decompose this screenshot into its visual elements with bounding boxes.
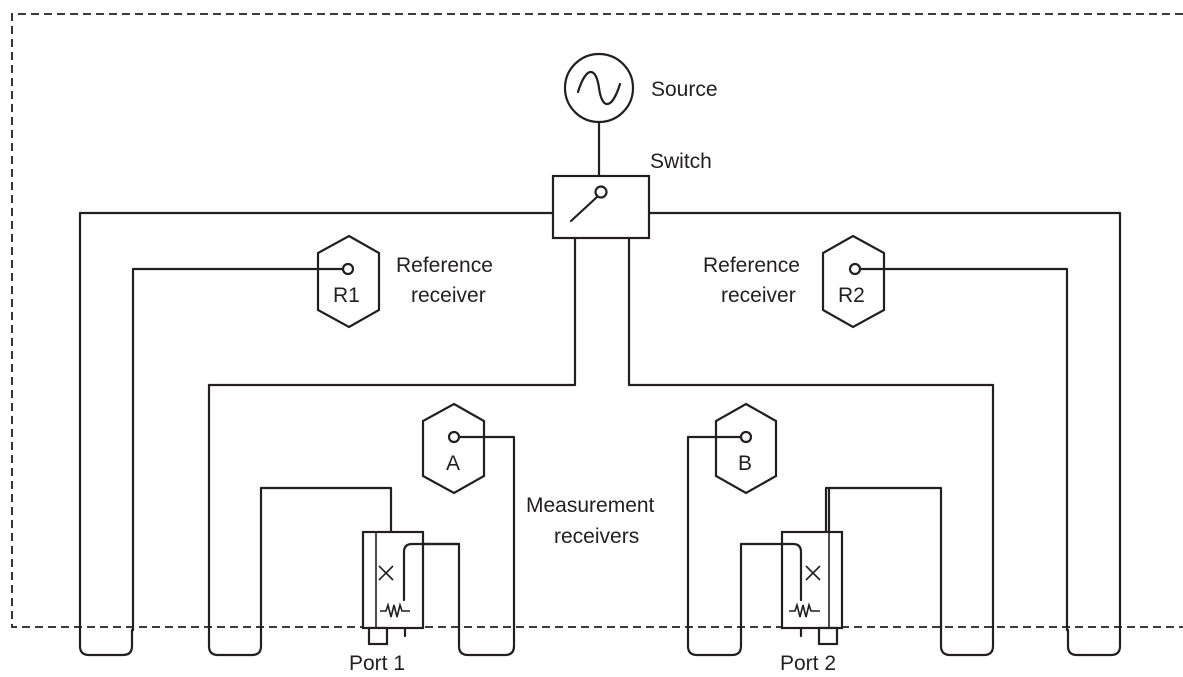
receiver-r1-label: R1 [333, 284, 360, 307]
ref-receiver-left-line2: receiver [411, 284, 486, 307]
receiver-a: A [421, 402, 486, 495]
right-port-path [627, 236, 995, 657]
source-icon [563, 52, 635, 124]
left-port-path [207, 236, 577, 657]
right-outer-path [647, 211, 1122, 657]
ref-receiver-left-line1: Reference [396, 254, 493, 277]
r1-wire [131, 267, 345, 632]
switch-icon [551, 174, 651, 240]
receiver-b: B [714, 402, 778, 495]
port-2-coupler-icon [780, 530, 844, 638]
measurement-receivers-line2: receivers [554, 525, 639, 548]
receiver-r2: R2 [821, 234, 886, 329]
receiver-r2-label: R2 [838, 284, 865, 307]
port-1-coupler-icon [361, 530, 425, 638]
port-2-label: Port 2 [780, 652, 836, 675]
instrument-boundary [11, 13, 1183, 628]
ref-receiver-right-line1: Reference [703, 254, 800, 277]
r2-wire [858, 267, 1069, 632]
source-label: Source [651, 78, 718, 101]
receiver-b-label: B [738, 452, 752, 475]
port-2-connector-icon [817, 626, 839, 646]
receiver-r1: R1 [316, 234, 381, 329]
measurement-receivers-line1: Measurement [526, 494, 655, 517]
port-1-label: Port 1 [349, 652, 405, 675]
port-1-connector-icon [367, 626, 389, 646]
b-wire [686, 435, 795, 657]
receiver-a-label: A [446, 452, 460, 475]
switch-label: Switch [650, 150, 712, 173]
left-outer-path [78, 211, 555, 657]
ref-receiver-right-line2: receiver [721, 284, 796, 307]
